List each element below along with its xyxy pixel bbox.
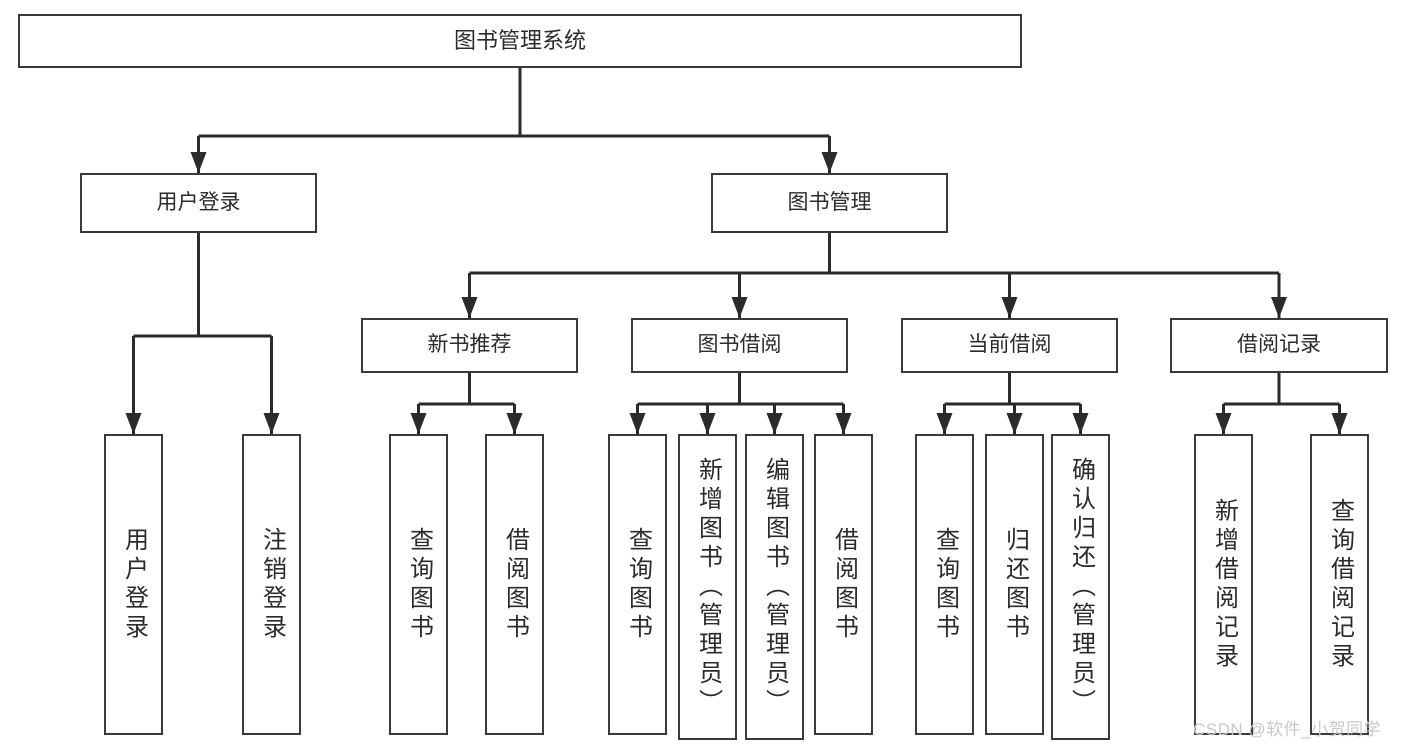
node-new-book-rec: 新书推荐: [361, 318, 578, 373]
node-label-leaf-user-login: 用户登录: [120, 526, 148, 643]
conn-book-manage-arrow-current-borrow: [1001, 297, 1018, 318]
conn-current-borrow: [936, 373, 1089, 434]
node-leaf-confirm-return: 确认归还（管理员）: [1051, 434, 1110, 740]
node-label-leaf-return-book: 归还图书: [1001, 526, 1029, 643]
conn-current-borrow-arrow-leaf-query-book-3: [936, 413, 953, 434]
conn-root: [190, 68, 838, 173]
node-label-book-manage: 图书管理: [787, 190, 872, 214]
node-label-current-borrow: 当前借阅: [967, 333, 1052, 357]
node-leaf-user-login: 用户登录: [104, 434, 163, 735]
conn-book-borrow-arrow-leaf-edit-book: [766, 413, 783, 434]
conn-book-manage-arrow-new-book-rec: [461, 297, 478, 318]
conn-current-borrow-arrow-leaf-return-book: [1006, 413, 1023, 434]
node-leaf-borrow-book-1: 借阅图书: [485, 434, 544, 735]
node-leaf-add-record: 新增借阅记录: [1194, 434, 1253, 735]
node-current-borrow: 当前借阅: [901, 318, 1118, 373]
node-leaf-query-book-3: 查询图书: [915, 434, 974, 735]
node-label-book-borrow: 图书借阅: [697, 333, 782, 357]
node-book-manage: 图书管理: [711, 173, 948, 233]
conn-book-manage-arrow-borrow-record: [1271, 297, 1287, 318]
conn-borrow-record-arrow-leaf-add-record: [1215, 413, 1232, 434]
node-label-user-login: 用户登录: [156, 190, 241, 214]
node-leaf-logout: 注销登录: [242, 434, 301, 735]
conn-book-manage: [461, 233, 1287, 318]
conn-book-borrow-arrow-leaf-query-book-2: [629, 413, 646, 434]
node-label-borrow-record: 借阅记录: [1237, 333, 1321, 357]
csdn-watermark: CSDN @软件_小贺同学: [1193, 720, 1382, 739]
node-book-borrow: 图书借阅: [631, 318, 848, 373]
conn-borrow-record: [1215, 373, 1348, 434]
node-label-leaf-add-record: 新增借阅记录: [1210, 497, 1238, 672]
conn-book-manage-arrow-book-borrow: [731, 297, 748, 318]
node-label-leaf-query-book-3: 查询图书: [931, 526, 959, 643]
node-label-leaf-query-book-1: 查询图书: [405, 526, 433, 643]
node-borrow-record: 借阅记录: [1170, 318, 1388, 373]
node-leaf-add-book: 新增图书（管理员）: [678, 434, 737, 740]
node-label-new-book-rec: 新书推荐: [427, 333, 512, 357]
node-label-leaf-borrow-book-1: 借阅图书: [501, 526, 529, 643]
conn-new-book-rec: [410, 373, 523, 434]
node-label-leaf-confirm-return: 确认归还（管理员）: [1067, 456, 1095, 718]
node-leaf-edit-book: 编辑图书（管理员）: [745, 434, 804, 740]
node-leaf-query-book-1: 查询图书: [389, 434, 448, 735]
node-label-leaf-edit-book: 编辑图书（管理员）: [761, 456, 789, 718]
conn-root-arrow-book-manage: [821, 152, 838, 173]
node-leaf-query-record: 查询借阅记录: [1310, 434, 1369, 735]
node-user-login: 用户登录: [80, 173, 317, 233]
node-label-leaf-query-book-2: 查询图书: [624, 526, 652, 643]
conn-user-login: [125, 233, 280, 434]
conn-book-borrow: [629, 373, 852, 434]
conn-user-login-arrow-leaf-user-login: [125, 413, 142, 434]
conn-new-book-rec-arrow-leaf-borrow-book-1: [506, 413, 523, 434]
node-label-leaf-logout: 注销登录: [258, 526, 286, 643]
conn-current-borrow-arrow-leaf-confirm-return: [1072, 413, 1089, 434]
node-label-leaf-query-record: 查询借阅记录: [1326, 497, 1354, 672]
node-label-leaf-borrow-book-2: 借阅图书: [830, 526, 858, 643]
node-leaf-borrow-book-2: 借阅图书: [814, 434, 873, 735]
node-label-leaf-add-book: 新增图书（管理员）: [694, 456, 722, 718]
conn-borrow-record-arrow-leaf-query-record: [1331, 413, 1348, 434]
conn-new-book-rec-arrow-leaf-query-book-1: [410, 413, 427, 434]
node-label-root: 图书管理系统: [453, 28, 586, 54]
conn-root-arrow-user-login: [190, 152, 207, 173]
node-leaf-query-book-2: 查询图书: [608, 434, 667, 735]
conn-book-borrow-arrow-leaf-borrow-book-2: [835, 413, 852, 434]
conn-user-login-arrow-leaf-logout: [263, 413, 280, 434]
node-leaf-return-book: 归还图书: [985, 434, 1044, 735]
conn-book-borrow-arrow-leaf-add-book: [699, 413, 716, 434]
node-root: 图书管理系统: [18, 14, 1022, 68]
